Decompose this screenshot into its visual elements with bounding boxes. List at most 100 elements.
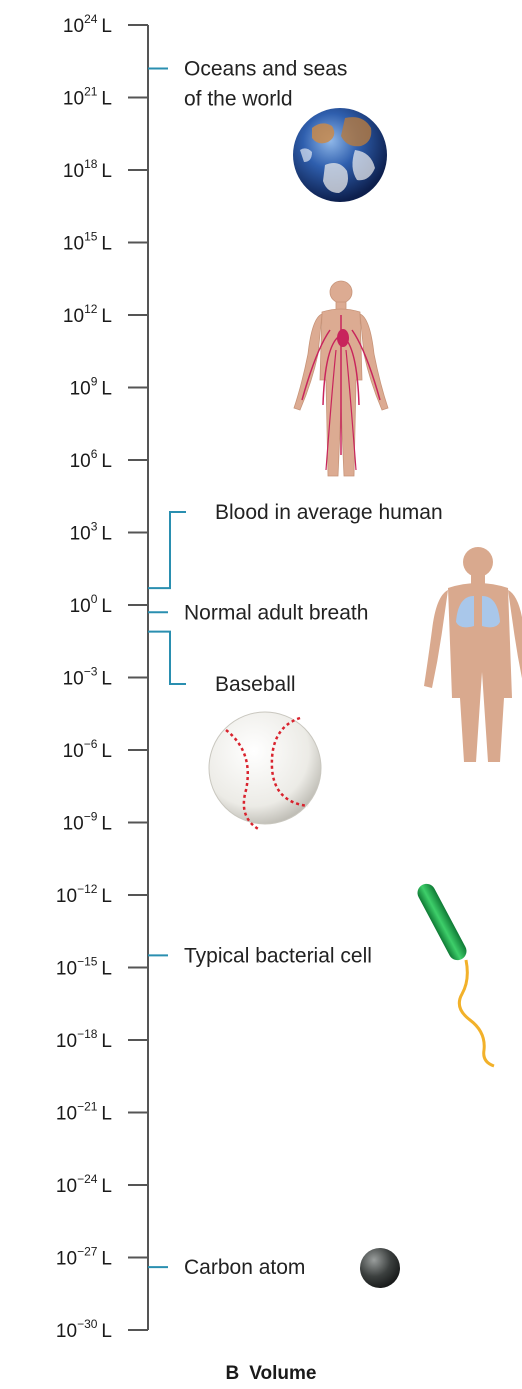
axis-tick-label: 1018L: [63, 157, 112, 182]
marker-label-oceans: Oceans and seas of the world: [184, 58, 347, 111]
tick-base: 10: [63, 161, 84, 182]
axis-ticks: [128, 25, 148, 1330]
carbon-atom-icon: [360, 1248, 400, 1288]
axis-tick-label: 1012L: [63, 302, 112, 327]
marker-label-breath: Normal adult breath: [184, 601, 368, 624]
tick-base: 10: [63, 814, 84, 835]
tick-exponent: 0: [91, 592, 98, 606]
tick-unit: L: [101, 1104, 112, 1125]
axis-tick-label: 10−24L: [56, 1172, 112, 1197]
marker-connector-baseball: [148, 632, 186, 684]
tick-exponent: 3: [91, 520, 98, 534]
marker-connector-blood: [148, 512, 186, 588]
tick-base: 10: [70, 596, 91, 617]
marker-label-line: Carbon atom: [184, 1256, 305, 1279]
caption-letter: B: [226, 1363, 240, 1384]
tick-unit: L: [101, 89, 112, 110]
circulatory-system-icon: [294, 281, 388, 476]
axis-tick-labels: 1024L1021L1018L1015L1012L109L106L103L100…: [56, 12, 112, 1342]
tick-exponent: 15: [84, 230, 98, 244]
tick-exponent: −12: [77, 882, 98, 896]
tick-unit: L: [101, 451, 112, 472]
tick-exponent: −30: [77, 1317, 98, 1331]
tick-unit: L: [101, 886, 112, 907]
tick-exponent: 9: [91, 375, 98, 389]
tick-unit: L: [101, 1176, 112, 1197]
tick-exponent: 18: [84, 157, 98, 171]
tick-unit: L: [101, 959, 112, 980]
tick-exponent: −3: [84, 665, 98, 679]
axis-tick-label: 1021L: [63, 85, 112, 110]
marker-label-line: of the world: [184, 88, 293, 111]
marker-label-baseball: Baseball: [215, 673, 296, 696]
marker-label-line: Typical bacterial cell: [184, 944, 372, 967]
tick-unit: L: [101, 161, 112, 182]
axis-tick-label: 10−9L: [63, 810, 112, 835]
tick-base: 10: [63, 669, 84, 690]
axis-tick-label: 103L: [70, 520, 112, 545]
tick-base: 10: [56, 959, 77, 980]
axis-tick-label: 10−3L: [63, 665, 112, 690]
marker-label-line: Normal adult breath: [184, 601, 368, 624]
tick-base: 10: [70, 524, 91, 545]
tick-exponent: −6: [84, 737, 98, 751]
axis-tick-label: 100L: [70, 592, 112, 617]
axis-tick-label: 10−18L: [56, 1027, 112, 1052]
axis-tick-label: 109L: [70, 375, 112, 400]
tick-base: 10: [63, 306, 84, 327]
tick-base: 10: [56, 1104, 77, 1125]
axis-tick-label: 10−6L: [63, 737, 112, 762]
tick-unit: L: [101, 741, 112, 762]
tick-exponent: 12: [84, 302, 98, 316]
axis-tick-label: 10−27L: [56, 1245, 112, 1270]
tick-unit: L: [101, 306, 112, 327]
tick-base: 10: [56, 1031, 77, 1052]
tick-base: 10: [63, 89, 84, 110]
tick-exponent: −18: [77, 1027, 98, 1041]
tick-base: 10: [56, 1249, 77, 1270]
tick-unit: L: [101, 596, 112, 617]
tick-unit: L: [101, 379, 112, 400]
tick-exponent: −9: [84, 810, 98, 824]
tick-base: 10: [56, 1176, 77, 1197]
bacterium-icon: [414, 881, 494, 1066]
tick-base: 10: [70, 379, 91, 400]
axis-tick-label: 106L: [70, 447, 112, 472]
tick-unit: L: [101, 1249, 112, 1270]
tick-unit: L: [101, 814, 112, 835]
axis-tick-label: 10−21L: [56, 1100, 112, 1125]
axis-tick-label: 1015L: [63, 230, 112, 255]
figure-caption: B Volume: [226, 1363, 317, 1384]
caption-title: Volume: [249, 1363, 316, 1384]
axis-tick-label: 10−12L: [56, 882, 112, 907]
tick-unit: L: [101, 16, 112, 37]
axis-tick-label: 10−15L: [56, 955, 112, 980]
scale-markers: Oceans and seas of the worldBlood in aver…: [148, 58, 443, 1280]
tick-base: 10: [63, 741, 84, 762]
tick-base: 10: [63, 234, 84, 255]
tick-base: 10: [56, 886, 77, 907]
tick-base: 10: [56, 1321, 77, 1342]
axis-tick-label: 1024L: [63, 12, 112, 37]
tick-unit: L: [101, 669, 112, 690]
tick-unit: L: [101, 1031, 112, 1052]
tick-base: 10: [63, 16, 84, 37]
marker-label-line: Oceans and seas: [184, 58, 347, 81]
tick-exponent: −21: [77, 1100, 98, 1114]
tick-exponent: 24: [84, 12, 98, 26]
tick-base: 10: [70, 451, 91, 472]
tick-unit: L: [101, 1321, 112, 1342]
tick-unit: L: [101, 524, 112, 545]
baseball-icon: [209, 712, 321, 830]
lungs-body-icon: [424, 547, 522, 762]
earth-icon: [293, 108, 387, 202]
tick-unit: L: [101, 234, 112, 255]
tick-exponent: −27: [77, 1245, 98, 1259]
marker-label-carbon-atom: Carbon atom: [184, 1256, 305, 1279]
tick-exponent: 21: [84, 85, 98, 99]
axis-tick-label: 10−30L: [56, 1317, 112, 1342]
marker-label-bacterial-cell: Typical bacterial cell: [184, 944, 372, 967]
tick-exponent: −15: [77, 955, 98, 969]
marker-label-blood: Blood in average human: [215, 501, 443, 524]
